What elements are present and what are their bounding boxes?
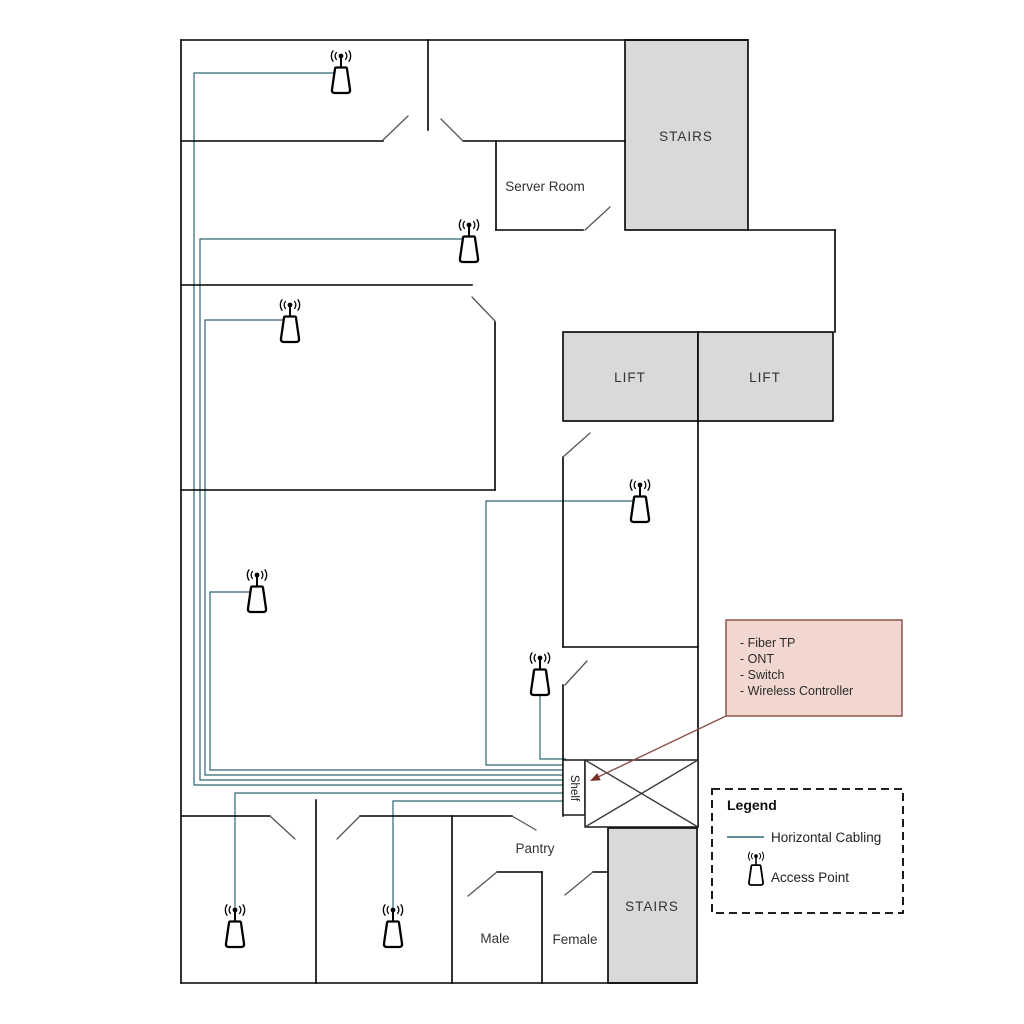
cable-ap3 <box>204 319 566 776</box>
annotation-line-4: - Wireless Controller <box>740 684 853 698</box>
gray-rooms <box>562 39 834 984</box>
legend: Legend Horizontal Cabling Access Point <box>711 788 904 914</box>
legend-box <box>711 788 904 914</box>
cable-ap6 <box>539 694 566 760</box>
stairs-top-room <box>624 39 749 231</box>
access-point-icon <box>529 651 551 697</box>
cable-ap2 <box>199 238 566 781</box>
legend-cabling-label: Horizontal Cabling <box>771 830 881 845</box>
server-room-label: Server Room <box>505 179 585 194</box>
annotation-line-2: - ONT <box>740 652 774 666</box>
female-label: Female <box>552 932 597 947</box>
lift-left-room <box>562 331 699 422</box>
room-labels: Server Room STAIRS LIFT LIFT Pantry Male… <box>480 129 781 947</box>
cable-ap1 <box>193 72 566 786</box>
legend-title: Legend <box>727 797 777 813</box>
stairs-bottom-room <box>607 827 698 984</box>
cable-ap8 <box>392 800 566 912</box>
access-point-icon <box>224 903 246 949</box>
lift-right-label: LIFT <box>749 370 781 385</box>
pantry-label: Pantry <box>515 841 554 856</box>
access-point-icon <box>382 903 404 949</box>
annotation-arrow <box>595 715 727 779</box>
shelf-label: Shelf <box>568 775 580 802</box>
equipment-annotation: - Fiber TP - ONT - Switch - Wireless Con… <box>590 619 903 781</box>
annotation-box <box>725 619 903 717</box>
legend-access-point-label: Access Point <box>771 870 849 885</box>
stairs-top-label: STAIRS <box>659 129 713 144</box>
access-point-icon <box>629 478 651 524</box>
shelf-unit: Shelf <box>562 759 699 828</box>
horizontal-cabling <box>193 72 637 912</box>
lift-left-label: LIFT <box>614 370 646 385</box>
access-point-icon <box>330 49 352 95</box>
annotation-line-3: - Switch <box>740 668 785 682</box>
lift-right-room <box>697 331 834 422</box>
access-point-icon <box>279 298 301 344</box>
annotation-arrowhead-icon <box>590 773 601 781</box>
annotation-line-1: - Fiber TP <box>740 636 795 650</box>
cable-ap5 <box>485 500 637 766</box>
cable-ap7 <box>234 792 566 912</box>
access-point-icon <box>458 218 480 264</box>
door-swings <box>269 115 611 897</box>
stairs-bottom-label: STAIRS <box>625 899 679 914</box>
cable-ap4 <box>209 591 566 771</box>
access-point-icon <box>246 568 268 614</box>
male-label: Male <box>480 931 509 946</box>
